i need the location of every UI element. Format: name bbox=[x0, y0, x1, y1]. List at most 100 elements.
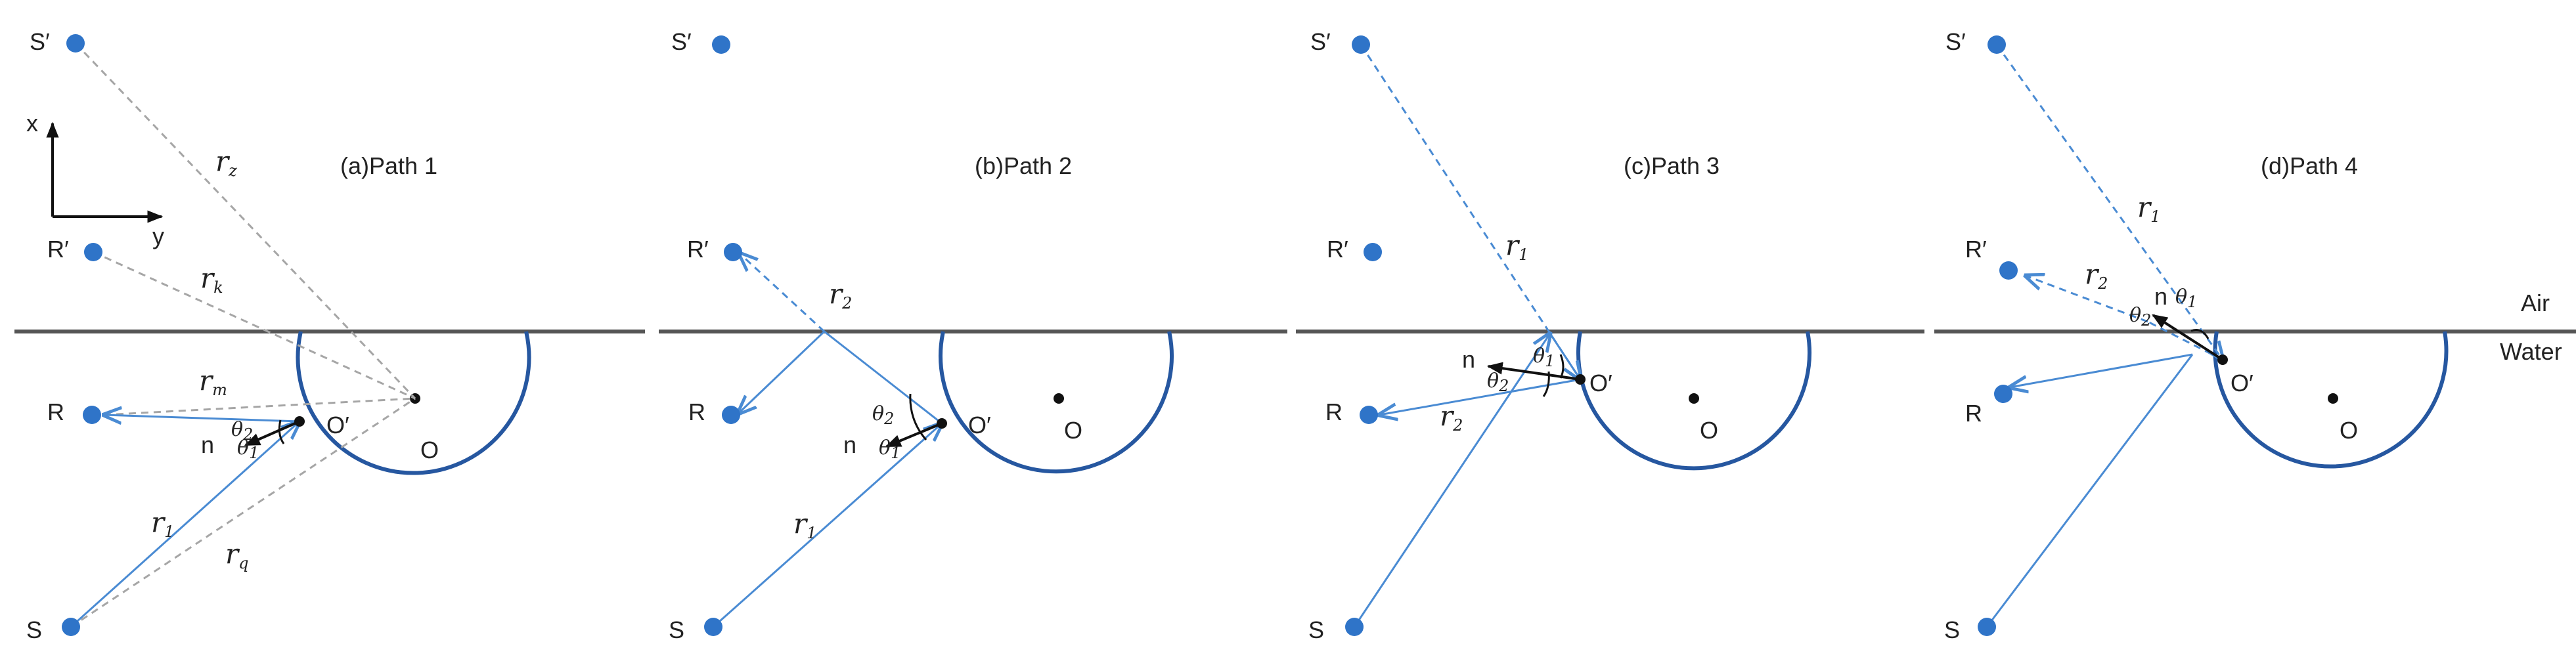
receiver-point bbox=[83, 406, 101, 424]
source-point bbox=[1345, 618, 1364, 636]
center-dot bbox=[1689, 393, 1699, 404]
ray-label-r2: r2 bbox=[2085, 258, 2108, 293]
reflection-point-label: O′ bbox=[968, 412, 991, 438]
center-label: O bbox=[2340, 417, 2358, 444]
center-label: O bbox=[420, 437, 439, 463]
source-point bbox=[62, 618, 80, 636]
x-axis-label: x bbox=[26, 110, 38, 137]
ray-label-rm: rm bbox=[199, 364, 227, 399]
angle-arc bbox=[1542, 371, 1550, 397]
ray-label-r2: r2 bbox=[1440, 400, 1463, 435]
ray-image-dashed-r2 bbox=[2026, 276, 2148, 323]
scatterer-circle bbox=[2213, 331, 2449, 469]
source-label: S bbox=[1308, 616, 1324, 643]
receiver-image-point bbox=[84, 243, 102, 261]
angle-arc bbox=[2190, 329, 2210, 339]
normal-vector bbox=[244, 420, 300, 446]
angle-theta2-label: θ2 bbox=[872, 402, 894, 428]
receiver-point bbox=[722, 406, 740, 424]
angle-theta1-label: θ1 bbox=[879, 437, 900, 462]
panel-path-3: (c)Path 3 S′ R′ R S O′ O n θ2 θ1 r1 r2 bbox=[1296, 28, 1924, 643]
ray-image-dashed bbox=[740, 253, 826, 333]
y-axis-label: y bbox=[152, 223, 164, 249]
receiver-point bbox=[1360, 406, 1378, 424]
center-label: O bbox=[1064, 417, 1082, 444]
normal-label: n bbox=[2154, 283, 2167, 310]
source-image-point bbox=[1988, 35, 2006, 54]
ray-incident bbox=[70, 421, 300, 628]
ray-label-r1: r1 bbox=[1505, 229, 1528, 264]
ray-reflected bbox=[104, 415, 300, 421]
ray-label-rq: rq bbox=[225, 538, 248, 572]
receiver-point bbox=[1994, 385, 2012, 403]
scatterer-circle bbox=[939, 331, 1174, 474]
receiver-label: R bbox=[688, 398, 705, 425]
receiver-image-point bbox=[1364, 243, 1382, 261]
source-point bbox=[1978, 618, 1996, 636]
angle-theta1-label: θ1 bbox=[1533, 345, 1555, 370]
ray-incident bbox=[1353, 333, 1550, 628]
angle-theta2-label: θ2 bbox=[231, 418, 253, 444]
panel-title: (d)Path 4 bbox=[2261, 152, 2358, 179]
angle-theta2-label: θ2 bbox=[2129, 304, 2151, 330]
panel-path-2: (b)Path 2 S′ R′ R S O′ O n θ2 θ1 r1 r2 bbox=[659, 28, 1287, 643]
medium-label-air: Air bbox=[2521, 289, 2550, 316]
receiver-image-label: R′ bbox=[687, 236, 709, 263]
scatterer-circle bbox=[1576, 331, 1811, 471]
source-label: S bbox=[26, 616, 42, 643]
normal-label: n bbox=[1462, 346, 1475, 373]
source-image-label: S′ bbox=[671, 28, 692, 55]
center-dot bbox=[1054, 393, 1064, 404]
source-image-label: S′ bbox=[30, 28, 50, 55]
receiver-image-label: R′ bbox=[1965, 236, 1987, 263]
ray-label-r1: r1 bbox=[793, 507, 816, 542]
ray-reflected bbox=[1379, 378, 1581, 415]
ray-label-rk: rk bbox=[200, 262, 223, 297]
ray-label-rz: rz bbox=[215, 145, 237, 180]
angle-theta1-label: θ1 bbox=[2175, 286, 2197, 311]
angle-theta2-label: θ2 bbox=[1487, 370, 1509, 395]
ray-label-r2: r2 bbox=[829, 278, 852, 312]
receiver-image-point bbox=[724, 243, 742, 261]
angle-theta1-label: θ1 bbox=[237, 437, 259, 462]
angle-arc bbox=[278, 419, 285, 444]
center-label: O bbox=[1700, 417, 1718, 444]
normal-label: n bbox=[201, 431, 214, 458]
panel-path-4: (d)Path 4 Air Water S′ R′ R S O′ O n θ2 … bbox=[1934, 28, 2576, 643]
receiver-label: R bbox=[1325, 398, 1343, 425]
panel-title: (b)Path 2 bbox=[975, 152, 1072, 179]
reflection-point-dot bbox=[937, 418, 947, 429]
reflection-point-label: O′ bbox=[1589, 370, 1612, 396]
ray-incident bbox=[713, 423, 942, 628]
image-ray-rk bbox=[93, 251, 416, 400]
image-ray-rz bbox=[74, 42, 416, 400]
reflection-point-dot bbox=[2217, 354, 2228, 365]
source-label: S bbox=[1944, 616, 1960, 643]
angle-arc bbox=[909, 393, 927, 440]
source-image-point bbox=[1352, 35, 1370, 54]
receiver-image-label: R′ bbox=[1327, 236, 1348, 263]
receiver-image-label: R′ bbox=[47, 236, 69, 263]
coordinate-axes: x y bbox=[26, 110, 164, 249]
normal-vector bbox=[885, 422, 943, 448]
source-image-point bbox=[712, 35, 730, 54]
scatterer-circle bbox=[296, 331, 531, 475]
ray-image-dashed-link bbox=[2147, 320, 2223, 361]
image-ray-rq bbox=[70, 397, 416, 628]
reflection-point-dot bbox=[1575, 374, 1586, 385]
center-dot bbox=[2328, 393, 2338, 404]
receiver-label: R bbox=[1965, 400, 1982, 427]
ray-incident bbox=[1986, 354, 2194, 628]
normal-vector bbox=[2151, 314, 2224, 361]
normal-label: n bbox=[843, 431, 856, 458]
panel-path-1: (a)Path 1 S′ R′ R S O′ O n θ2 θ1 r1 rz r… bbox=[14, 28, 645, 643]
reflection-point-label: O′ bbox=[2231, 370, 2254, 396]
image-ray-rm bbox=[103, 397, 416, 416]
source-label: S bbox=[669, 616, 684, 643]
source-image-label: S′ bbox=[1310, 28, 1331, 55]
ray-image-dashed-r1 bbox=[1995, 44, 2223, 360]
normal-vector bbox=[1486, 362, 1581, 381]
reflection-point-label: O′ bbox=[326, 412, 349, 438]
reflection-point-dot bbox=[294, 416, 305, 427]
